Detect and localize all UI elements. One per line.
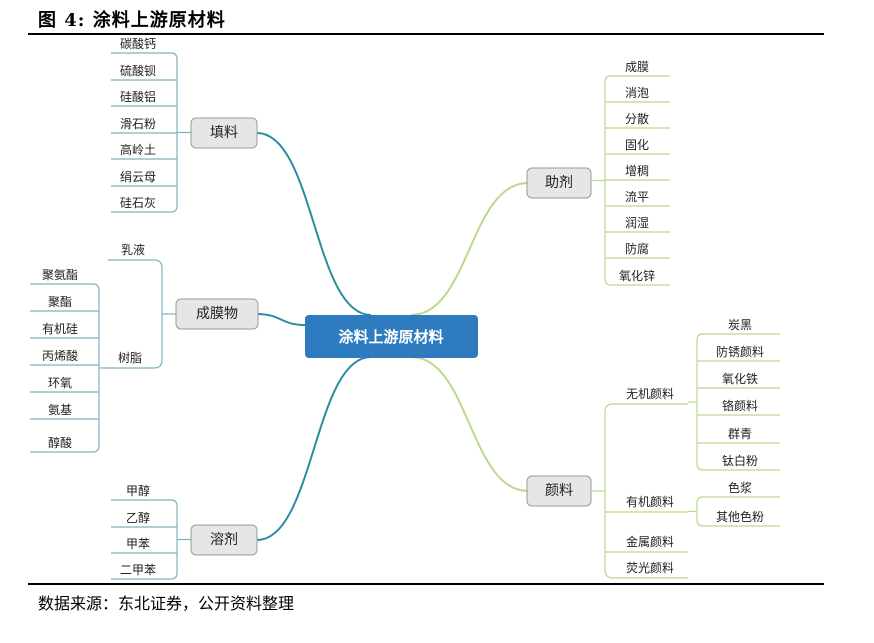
additive-item: 防腐	[625, 241, 649, 256]
additive-item: 分散	[625, 111, 649, 126]
inorganic-item: 群青	[728, 427, 752, 441]
additive-item: 润湿	[625, 215, 649, 230]
center-label: 涂料上游原材料	[338, 328, 443, 346]
filler-item: 硫酸钡	[120, 63, 156, 78]
resin-item: 聚氨酯	[42, 268, 78, 282]
bottom-rule	[28, 583, 824, 585]
film-emulsion: 乳液	[121, 242, 145, 257]
solvent-item: 乙醇	[126, 510, 150, 525]
branch-solvent-box	[190, 524, 258, 556]
inorganic-tick	[696, 333, 780, 341]
branch-pigment-box	[526, 475, 592, 507]
link-solvent	[256, 356, 372, 541]
inorganic-tick	[696, 463, 780, 471]
pigment-fluorescent-line	[604, 569, 688, 579]
organic-item: 其他色粉	[716, 510, 764, 524]
top-rule	[28, 33, 824, 35]
branch-film-box	[175, 298, 259, 330]
filler-tick	[111, 205, 178, 213]
branch-additive-label: 助剂	[545, 175, 573, 191]
inorganic-item: 氧化铁	[722, 372, 758, 386]
branch-pigment-label: 颜料	[545, 483, 573, 499]
branch-solvent-label: 溶剂	[210, 532, 238, 548]
pigment-organic: 有机颜料	[626, 494, 674, 509]
filler-item: 绢云母	[120, 169, 156, 184]
additive-item: 流平	[625, 190, 649, 204]
resin-tick	[30, 445, 100, 453]
filler-item: 高岭土	[120, 142, 156, 157]
pigment-fluorescent: 荧光颜料	[626, 560, 674, 575]
filler-item: 碳酸钙	[120, 36, 156, 51]
pigment-inorganic: 无机颜料	[626, 386, 674, 401]
inorganic-item: 钛白粉	[722, 453, 758, 468]
filler-item: 滑石粉	[120, 117, 156, 131]
solvent-item: 甲苯	[126, 537, 150, 551]
organic-tick	[696, 519, 780, 527]
inorganic-item: 铬颜料	[722, 398, 758, 413]
filler-tick	[111, 52, 178, 60]
additive-item: 增稠	[625, 164, 649, 178]
additive-item: 固化	[625, 138, 649, 152]
resin-item: 丙烯酸	[42, 348, 78, 363]
solvent-tick	[111, 572, 178, 580]
link-film	[256, 313, 306, 326]
inorganic-item: 炭黑	[728, 318, 752, 332]
solvent-item: 甲醇	[126, 483, 150, 498]
branch-film-label: 成膜物	[196, 306, 238, 322]
resin-item: 环氧	[48, 376, 72, 390]
filler-item: 硅石灰	[120, 196, 156, 210]
filler-item: 硅酸铝	[120, 89, 156, 104]
inorganic-item: 防锈颜料	[716, 344, 764, 359]
additive-tick	[604, 75, 670, 83]
resin-item: 醇酸	[48, 435, 72, 450]
branch-filler-label: 填料	[210, 125, 238, 141]
additive-item: 氧化锌	[619, 269, 655, 283]
solvent-item: 二甲苯	[120, 563, 156, 577]
link-pigment	[410, 356, 529, 492]
resin-item: 氨基	[48, 403, 72, 417]
film-resin-line	[108, 359, 163, 369]
resin-item: 聚酯	[48, 295, 72, 309]
link-additive	[410, 182, 529, 316]
organic-item: 色浆	[728, 480, 752, 495]
organic-tick	[696, 496, 780, 504]
additive-item: 成膜	[625, 60, 649, 74]
source-note: 数据来源：东北证券，公开资料整理	[38, 594, 295, 613]
additive-tick	[604, 278, 670, 286]
solvent-tick	[111, 499, 178, 507]
film-resin: 树脂	[118, 350, 142, 365]
additive-item: 消泡	[625, 86, 649, 100]
resin-tick	[30, 283, 100, 291]
branch-filler-box	[190, 117, 258, 149]
resin-item: 有机硅	[42, 322, 78, 336]
pigment-metal: 金属颜料	[626, 534, 674, 549]
center-node	[305, 315, 478, 358]
branch-additive-box	[526, 167, 592, 199]
link-filler	[256, 132, 372, 316]
pigment-inorganic-line	[604, 403, 688, 413]
film-emulsion-line	[108, 259, 163, 269]
figure-title: 图 4: 涂料上游原材料	[38, 10, 226, 31]
